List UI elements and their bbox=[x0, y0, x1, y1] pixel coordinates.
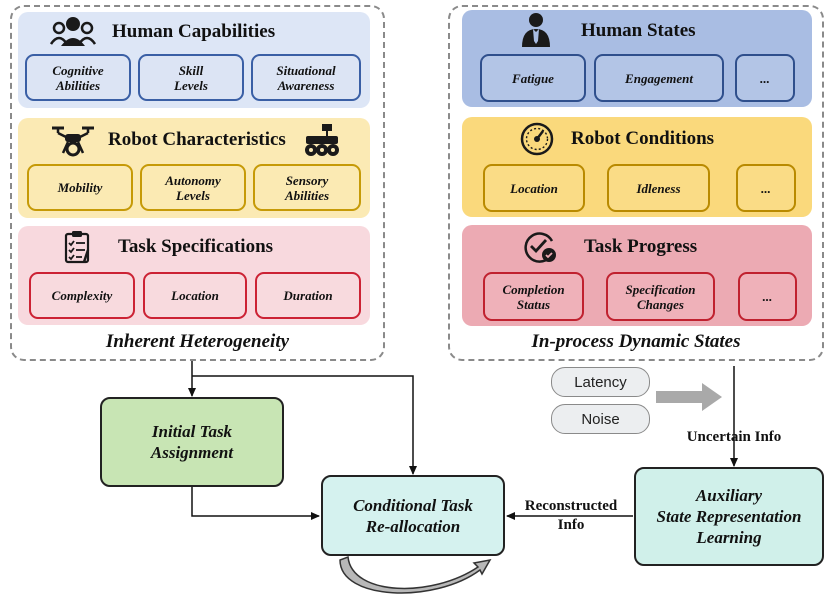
chip-complexity: Complexity bbox=[29, 272, 135, 319]
chip-situational-awareness: Situational Awareness bbox=[251, 54, 361, 101]
reallocation-loop-arrow bbox=[339, 555, 492, 594]
auxiliary-state-representation-box: Auxiliary State Representation Learning bbox=[634, 467, 824, 566]
noise-pill: Noise bbox=[551, 404, 650, 434]
chip-completion-status: Completion Status bbox=[483, 272, 584, 321]
rover-icon bbox=[305, 124, 339, 156]
arrow-heterogeneity-to-conditional bbox=[192, 375, 417, 475]
noise-arrow bbox=[656, 383, 722, 411]
chip-ellipsis-task: ... bbox=[738, 272, 797, 321]
person-icon bbox=[522, 13, 550, 47]
chip-duration: Duration bbox=[255, 272, 361, 319]
chip-location-task: Location bbox=[143, 272, 247, 319]
in-process-dynamic-states-label: In-process Dynamic States bbox=[531, 331, 741, 352]
chip-skill-levels: Skill Levels bbox=[138, 54, 244, 101]
chip-autonomy-levels: Autonomy Levels bbox=[140, 164, 246, 211]
checklist-icon bbox=[64, 231, 90, 264]
latency-pill: Latency bbox=[551, 367, 650, 397]
right-group bbox=[448, 5, 824, 361]
chip-location-robot: Location bbox=[483, 164, 585, 212]
robot-conditions-title: Robot Conditions bbox=[571, 128, 715, 149]
chip-ellipsis-robot: ... bbox=[736, 164, 796, 212]
chip-ellipsis-human: ... bbox=[735, 54, 795, 102]
inherent-heterogeneity-label: Inherent Heterogeneity bbox=[105, 331, 290, 352]
left-group bbox=[10, 5, 385, 361]
reconstructed-info-label: Reconstructed Info bbox=[524, 498, 618, 533]
arrow-initial-to-conditional bbox=[191, 487, 320, 520]
group-people-icon bbox=[50, 17, 96, 46]
task-progress-title: Task Progress bbox=[584, 236, 698, 257]
human-states-title: Human States bbox=[581, 20, 696, 41]
progress-check-icon bbox=[524, 232, 556, 263]
chip-cognitive-abilities: Cognitive Abilities bbox=[25, 54, 131, 101]
chip-sensory-abilities: Sensory Abilities bbox=[253, 164, 361, 211]
human-capabilities-title: Human Capabilities bbox=[112, 21, 276, 42]
chip-fatigue: Fatigue bbox=[480, 54, 586, 102]
chip-idleness: Idleness bbox=[607, 164, 710, 212]
chip-specification-changes: Specification Changes bbox=[606, 272, 715, 321]
task-specifications-title: Task Specifications bbox=[118, 236, 274, 257]
chip-engagement: Engagement bbox=[594, 54, 724, 102]
drone-icon bbox=[52, 126, 94, 157]
robot-characteristics-title: Robot Characteristics bbox=[108, 129, 286, 150]
conditional-task-reallocation-box: Conditional Task Re-allocation bbox=[321, 475, 505, 556]
uncertain-info-label: Uncertain Info bbox=[686, 429, 782, 445]
gauge-icon bbox=[520, 122, 554, 156]
initial-task-assignment-box: Initial Task Assignment bbox=[100, 397, 284, 487]
chip-mobility: Mobility bbox=[27, 164, 133, 211]
